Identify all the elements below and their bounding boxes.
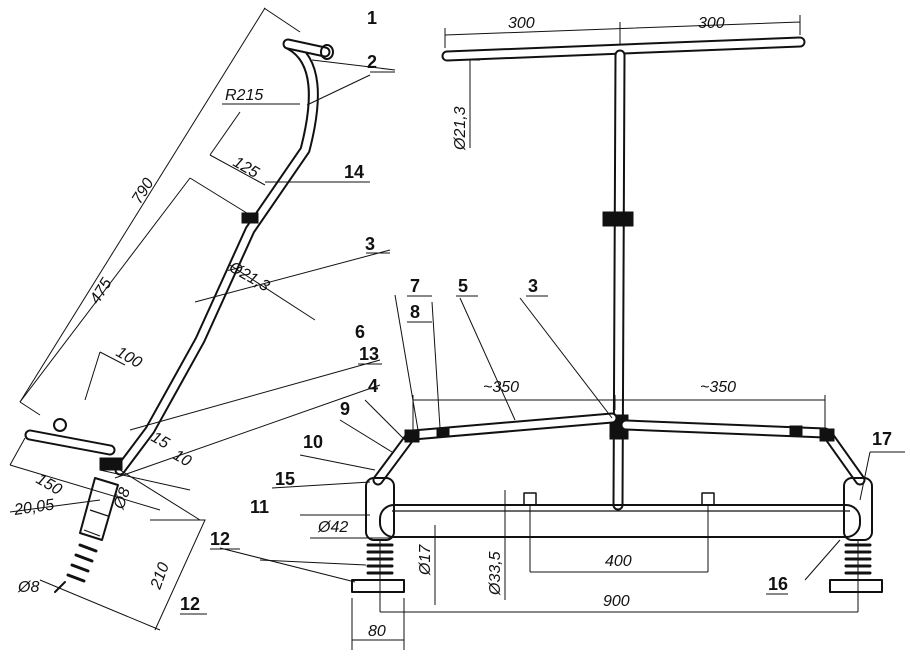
part-label-1: 1 <box>367 8 377 28</box>
part-label-7: 7 <box>410 276 420 296</box>
dim-dia33-5: Ø33,5 <box>487 551 504 596</box>
handle-tube <box>114 39 319 476</box>
part-label-3-front: 3 <box>528 276 538 296</box>
dim-dia42: Ø42 <box>317 519 348 536</box>
dim-300-left: 300 <box>508 15 535 32</box>
dim-15: 15 <box>148 429 172 453</box>
right-arm-clamp <box>789 425 803 436</box>
dim-125: 125 <box>230 154 262 182</box>
part-label-6: 6 <box>355 322 365 342</box>
part-label-11: 11 <box>250 497 269 517</box>
part-label-9: 9 <box>340 399 350 419</box>
clamp-13 <box>99 457 123 471</box>
part-label-10: 10 <box>303 432 323 452</box>
side-view <box>9 7 396 631</box>
dim-dia8-a: Ø8 <box>110 485 134 512</box>
dim-900: 900 <box>603 593 630 610</box>
front-view <box>219 15 905 650</box>
part-label-16: 16 <box>768 574 788 594</box>
grip-end-cap <box>320 44 334 60</box>
part-label-4: 4 <box>368 376 378 396</box>
part-label-5: 5 <box>458 276 468 296</box>
dim-400: 400 <box>605 553 632 570</box>
clamp-14 <box>241 212 259 224</box>
bottom-bar <box>379 504 861 538</box>
lug-left <box>523 492 537 506</box>
spring-side <box>66 543 98 583</box>
part-label-17: 17 <box>872 429 892 449</box>
part-label-14: 14 <box>344 162 364 182</box>
part-label-3-side: 3 <box>365 234 375 254</box>
stem-clamp <box>602 211 634 227</box>
dim-80: 80 <box>368 623 386 640</box>
dim-dia8-b: Ø8 <box>17 579 39 596</box>
right-foot <box>829 579 883 593</box>
part-label-12-top: 12 <box>210 529 230 549</box>
part-label-15: 15 <box>275 469 295 489</box>
dim-350-right: ~350 <box>700 379 736 396</box>
dim-r215: R215 <box>225 87 263 104</box>
dim-dia17: Ø17 <box>417 544 434 576</box>
dim-475: 475 <box>87 275 116 307</box>
part-label-8: 8 <box>410 302 420 322</box>
dim-dia21-3-side: Ø21,3 <box>225 258 272 295</box>
dim-20-05: 20,05 <box>12 497 55 520</box>
part-label-2: 2 <box>367 52 377 72</box>
dim-350-left: ~350 <box>483 379 519 396</box>
left-housing <box>365 477 395 541</box>
dim-dia21-3-front: Ø21,3 <box>452 106 469 151</box>
left-joint <box>404 429 420 443</box>
left-arm-clamp <box>436 427 450 438</box>
crossbar-knob <box>53 418 67 432</box>
dim-210: 210 <box>147 560 172 592</box>
lower-sleeve <box>79 477 119 541</box>
dim-300-right: 300 <box>698 15 725 32</box>
dim-790: 790 <box>129 175 158 207</box>
left-foot <box>351 579 405 593</box>
dim-10: 10 <box>170 447 194 471</box>
right-joint <box>819 428 835 442</box>
dim-100: 100 <box>113 344 145 372</box>
part-label-12-bottom: 12 <box>180 594 200 614</box>
part-label-13: 13 <box>359 344 379 364</box>
dim-150: 150 <box>33 471 65 499</box>
lug-right <box>701 492 715 506</box>
